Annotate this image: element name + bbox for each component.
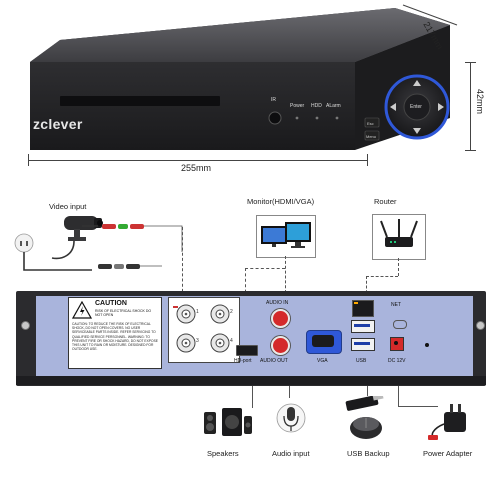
speakers-icon xyxy=(204,408,252,436)
bnc-connector-icon xyxy=(210,304,230,324)
height-dimension-tick-bottom xyxy=(465,150,476,151)
depth-dimension-line xyxy=(402,4,458,26)
dial-enter-label: Enter xyxy=(410,104,422,110)
video-input-label: Video input xyxy=(49,202,87,211)
vga-port-inner xyxy=(312,335,334,347)
audio-out-jack xyxy=(271,336,290,355)
usb-port-2-tongue xyxy=(354,342,370,345)
vga-label: VGA xyxy=(317,358,328,364)
monitor-connector-horizontal xyxy=(245,268,285,269)
net-label: NET xyxy=(391,302,401,308)
bnc-connector-icon xyxy=(176,304,196,324)
bnc-number-2: 2 xyxy=(230,309,233,315)
monitor-image-box xyxy=(256,215,316,258)
ground-screw-icon xyxy=(425,343,429,347)
width-dimension-label: 255mm xyxy=(181,163,212,173)
monitor-connector xyxy=(285,256,286,298)
height-dimension-line xyxy=(470,62,471,150)
polarity-icon xyxy=(393,320,407,329)
width-dimension-line xyxy=(28,160,368,161)
width-dimension-tick-left xyxy=(28,154,29,166)
camera-icon xyxy=(64,216,103,241)
dvr-body-illustration xyxy=(30,8,450,150)
menu-button-label: Menu xyxy=(366,134,377,139)
video-connector xyxy=(182,227,183,297)
bnc-number-3: 3 xyxy=(196,338,199,344)
rear-panel-base xyxy=(16,376,486,385)
bnc-connectors xyxy=(173,304,230,353)
bnc-number-4: 4 xyxy=(230,338,233,344)
hdmi-port xyxy=(236,345,258,356)
power-adapter-icon xyxy=(428,404,466,440)
height-dimension-label: 42mm xyxy=(475,89,485,115)
speakers-label: Speakers xyxy=(207,449,239,458)
power-adapter-connector xyxy=(398,386,399,406)
usb-backup-icon xyxy=(345,396,384,439)
monitor-label: Monitor(HDMI/VGA) xyxy=(247,197,315,206)
dc-jack-center xyxy=(394,341,398,345)
ethernet-port xyxy=(352,300,374,317)
router-label: Router xyxy=(374,197,397,206)
router-connector-down xyxy=(366,276,367,298)
camera-cable-illustration xyxy=(14,216,183,271)
speakers-connector xyxy=(252,386,253,408)
caution-subtitle: RISK OF ELECTRICAL SHOCK DO NOT OPEN xyxy=(95,309,152,317)
usb-label: USB xyxy=(356,358,367,364)
microphone-icon xyxy=(276,403,306,433)
caution-label: CAUTION RISK OF ELECTRICAL SHOCK DO NOT … xyxy=(68,297,162,369)
dvr-front-view xyxy=(20,0,480,175)
monitor-icon xyxy=(261,222,311,248)
width-dimension-tick-right xyxy=(367,154,368,166)
power-adapter-label: Power Adapter xyxy=(423,449,473,458)
caution-text: CAUTION: TO REDUCE THE RISK OF ELECTRICA… xyxy=(72,322,158,352)
hdport-label: HD-port xyxy=(234,358,252,364)
router-image-box xyxy=(372,214,426,260)
audio-out-label: AUDIO OUT xyxy=(260,358,288,364)
warning-triangle-icon xyxy=(72,301,92,319)
audio-in-label: AUDIO IN xyxy=(266,300,289,306)
ir-label: IR xyxy=(271,97,276,103)
router-icon xyxy=(380,219,418,247)
router-connector-horizontal xyxy=(366,276,398,277)
audio-input-connector xyxy=(289,386,290,398)
height-dimension-tick-top xyxy=(465,62,476,63)
screw-icon xyxy=(476,321,485,330)
monitor-connector-left xyxy=(245,268,246,298)
bnc-connector-icon xyxy=(176,333,196,353)
router-connector xyxy=(398,258,399,276)
bnc-number-1: 1 xyxy=(196,309,199,315)
led-label-power: Power xyxy=(290,103,305,109)
usb-backup-label: USB Backup xyxy=(347,449,390,458)
audio-input-label: Audio input xyxy=(272,449,310,458)
screw-icon xyxy=(21,321,30,330)
dc-label: DC 12V xyxy=(388,358,406,364)
led-label-hdd: HDD xyxy=(311,103,322,109)
audio-in-jack xyxy=(271,309,290,328)
ethernet-led xyxy=(354,302,358,304)
bnc-connector-icon xyxy=(210,333,230,353)
brand-logo: zclever xyxy=(33,116,83,132)
power-plug-icon xyxy=(14,233,34,253)
caution-title: CAUTION xyxy=(95,300,127,307)
esc-button-label: Esc xyxy=(367,121,374,126)
usb-port-1-tongue xyxy=(354,324,370,327)
led-label-alarm: ALarm xyxy=(326,103,341,109)
usb-backup-connector xyxy=(367,386,368,396)
power-adapter-connector-h xyxy=(398,406,438,407)
